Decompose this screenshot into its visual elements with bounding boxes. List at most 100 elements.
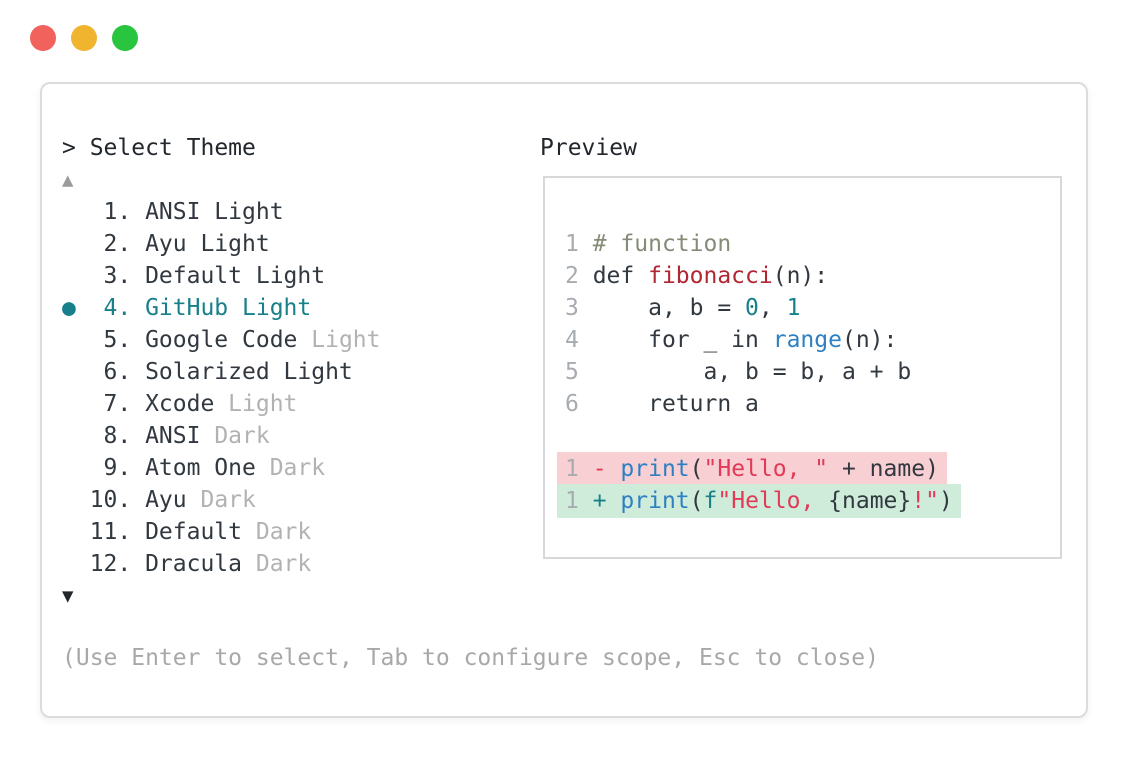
scroll-down-icon[interactable]: ▼ [62,585,74,607]
line-number: 2 [565,263,593,289]
marker-placeholder [62,420,90,452]
code-token-string: !" [911,488,939,514]
zoom-button[interactable] [112,25,138,51]
code-token-dark: def [592,263,649,289]
theme-option-9[interactable]: 9. Atom One Dark [62,452,381,484]
theme-option-12[interactable]: 12. Dracula Dark [62,548,381,580]
diff-highlight: 1 + print(f"Hello, {name}!") [557,484,961,518]
code-token-string: - [592,456,621,482]
code-line: 4 for _ in range(n): [565,324,1060,356]
code-blank-line [565,420,1060,452]
marker-placeholder [62,548,90,580]
code-token-dark: {name} [828,488,912,514]
theme-option-2[interactable]: 2. Ayu Light [62,228,381,260]
theme-variant-label: Light [214,391,298,417]
theme-option-label: 8. ANSI [89,423,201,449]
selected-marker-icon: ● [62,295,76,321]
theme-variant-label: Dark [186,487,256,513]
marker-placeholder [62,452,90,484]
theme-option-7[interactable]: 7. Xcode Light [62,388,381,420]
theme-variant-label: Dark [242,551,312,577]
theme-option-label: 2. Ayu Light [89,231,270,257]
code-token-dark: , [758,295,787,321]
theme-option-6[interactable]: 6. Solarized Light [62,356,381,388]
code-token-blue: print [620,456,690,482]
theme-picker-window: > Select Theme ▲ 1. ANSI Light 2. Ayu Li… [40,82,1088,718]
line-number: 4 [565,327,593,353]
code-line: 5 a, b = b, a + b [565,356,1060,388]
line-number: 1 [565,456,593,482]
code-token-dark: return a [592,391,759,417]
code-line: 1 # function [565,228,1060,260]
theme-option-label: 3. Default Light [89,263,326,289]
theme-option-10[interactable]: 10. Ayu Dark [62,484,381,516]
code-token-dark: ( [689,488,704,514]
theme-option-label: 11. Default [89,519,243,545]
theme-option-11[interactable]: 11. Default Dark [62,516,381,548]
code-token-dark: ( [689,456,704,482]
theme-option-label: 9. Atom One [89,455,256,481]
theme-option-label: 7. Xcode [89,391,215,417]
theme-option-8[interactable]: 8. ANSI Dark [62,420,381,452]
line-number: 1 [565,231,593,257]
theme-variant-label: Dark [255,455,326,481]
code-token-dark: for _ in [592,327,773,353]
code-line: 2 def fibonacci(n): [565,260,1060,292]
line-number: 3 [565,295,593,321]
keyboard-hint: (Use Enter to select, Tab to configure s… [62,645,879,671]
code-token-string: "Hello, [717,488,829,514]
code-token-teal: + [592,488,621,514]
theme-option-label: 10. Ayu [89,487,187,513]
code-token-dark: (n): [841,327,898,353]
code-token-blue: print [620,488,690,514]
code-token-dark: + name) [828,456,939,482]
line-number: 6 [565,391,593,417]
code-token-dark: (n): [772,263,829,289]
scroll-up-icon[interactable]: ▲ [62,169,74,191]
marker-placeholder [62,484,90,516]
code-line: 3 a, b = 0, 1 [565,292,1060,324]
minimize-button[interactable] [71,25,97,51]
theme-variant-label: Light [297,327,381,353]
diff-removed-line: 1 - print("Hello, " + name) [557,452,1060,486]
marker-placeholder [62,324,90,356]
marker-placeholder [62,196,90,228]
code-token-blue: range [772,327,842,353]
theme-list: 1. ANSI Light 2. Ayu Light 3. Default Li… [62,196,381,580]
code-token-dark: ) [938,488,953,514]
close-button[interactable] [30,25,56,51]
line-number: 1 [565,488,593,514]
preview-title: Preview [540,135,637,161]
theme-variant-label: Dark [242,519,312,545]
code-token-teal: f [703,488,718,514]
theme-option-5[interactable]: 5. Google Code Light [62,324,381,356]
code-token-dark: a, b = b, a + b [592,359,912,385]
theme-option-label: 12. Dracula [89,551,243,577]
marker-placeholder [62,516,90,548]
code-line: 6 return a [565,388,1060,420]
theme-option-4[interactable]: ● 4. GitHub Light [62,292,381,324]
marker-placeholder [62,228,90,260]
code-token-teal: 1 [786,295,801,321]
select-theme-prompt: > Select Theme [62,135,256,161]
code-token-dark: a, b = [592,295,746,321]
theme-option-label: 1. ANSI Light [89,199,284,225]
theme-option-label: 5. Google Code [89,327,298,353]
code-token-teal: 0 [745,295,759,321]
theme-option-1[interactable]: 1. ANSI Light [62,196,381,228]
marker-placeholder [62,356,90,388]
theme-variant-label: Dark [200,423,270,449]
theme-option-3[interactable]: 3. Default Light [62,260,381,292]
diff-added-line: 1 + print(f"Hello, {name}!") [557,484,1060,518]
line-number: 5 [565,359,593,385]
window-controls [30,25,138,51]
theme-option-label: 4. GitHub Light [89,295,312,321]
marker-placeholder [62,388,90,420]
code-token-def_name: fibonacci [648,263,773,289]
diff-highlight: 1 - print("Hello, " + name) [557,452,947,486]
code-token-comment: # function [592,231,732,257]
marker-placeholder [62,260,90,292]
